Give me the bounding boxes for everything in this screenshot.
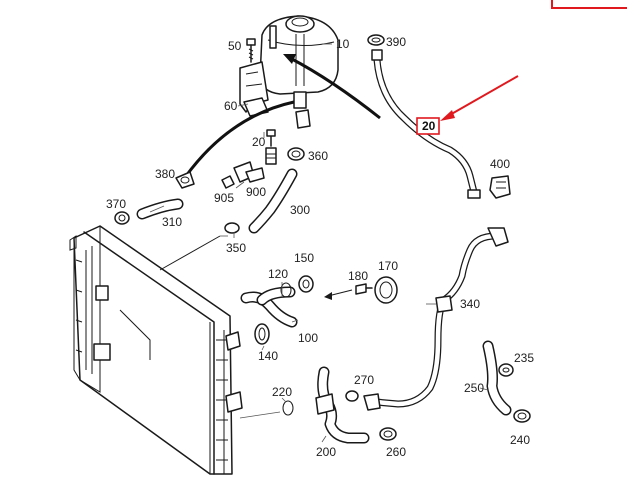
seal-905[interactable] xyxy=(221,175,235,189)
label-235: 235 xyxy=(514,351,534,365)
label-380: 380 xyxy=(155,167,175,181)
radiator[interactable] xyxy=(69,225,243,475)
highlight-box-320[interactable] xyxy=(416,117,440,135)
callout-arrow xyxy=(440,75,519,121)
clip-400[interactable] xyxy=(489,175,511,199)
label-180: 180 xyxy=(348,269,368,283)
pipe-340[interactable] xyxy=(363,227,509,411)
clamp-270[interactable] xyxy=(345,390,359,402)
label-390: 390 xyxy=(386,35,406,49)
label-220: 220 xyxy=(272,385,292,399)
hose-310[interactable] xyxy=(136,198,184,220)
label-200: 200 xyxy=(316,445,336,459)
clamp-350[interactable] xyxy=(224,222,240,234)
screw-50[interactable] xyxy=(246,38,256,63)
clamp-260[interactable] xyxy=(379,427,397,441)
label-10: 10 xyxy=(336,37,350,51)
clamp-150[interactable] xyxy=(298,275,314,293)
hose-320[interactable] xyxy=(371,49,481,199)
label-350: 350 xyxy=(226,241,246,255)
label-340: 340 xyxy=(460,297,480,311)
label-250: 250 xyxy=(464,381,484,395)
screw-180[interactable] xyxy=(355,283,373,295)
level-sensor-20[interactable] xyxy=(265,129,277,165)
label-150: 150 xyxy=(294,251,314,265)
clamp-140[interactable] xyxy=(254,323,270,345)
cap-380[interactable] xyxy=(175,171,195,189)
label-310: 310 xyxy=(162,215,182,229)
valve-900[interactable] xyxy=(233,161,265,183)
clamp-235[interactable] xyxy=(498,363,514,377)
clamp-370[interactable] xyxy=(114,211,130,225)
clamp-390[interactable] xyxy=(367,34,385,46)
label-20: 20 xyxy=(252,135,266,149)
label-360: 360 xyxy=(308,149,328,163)
label-905: 905 xyxy=(214,191,234,205)
label-100: 100 xyxy=(298,331,318,345)
label-370: 370 xyxy=(106,197,126,211)
leader-lines xyxy=(149,103,489,443)
oring-120[interactable] xyxy=(280,282,292,298)
label-170: 170 xyxy=(378,259,398,273)
clamp-170[interactable] xyxy=(374,276,398,304)
clamp-240[interactable] xyxy=(513,409,531,423)
highlight-label-320: 20 xyxy=(422,119,436,133)
pipe-100[interactable] xyxy=(240,286,298,328)
hose-200[interactable] xyxy=(315,366,370,444)
arrow-180 xyxy=(324,289,353,300)
label-300: 300 xyxy=(290,203,310,217)
label-260: 260 xyxy=(386,445,406,459)
flow-arrows xyxy=(184,54,381,177)
clamp-360[interactable] xyxy=(287,147,305,161)
label-140: 140 xyxy=(258,349,278,363)
label-400: 400 xyxy=(490,157,510,171)
label-270: 270 xyxy=(354,373,374,387)
label-50: 50 xyxy=(228,39,242,53)
corner-title-box xyxy=(551,0,627,9)
hose-250[interactable] xyxy=(482,340,512,416)
leader-900 xyxy=(235,181,245,189)
label-900: 900 xyxy=(246,185,266,199)
expansion-tank[interactable] xyxy=(239,15,339,129)
label-240: 240 xyxy=(510,433,530,447)
label-60: 60 xyxy=(224,99,238,113)
hose-300[interactable] xyxy=(248,168,298,234)
label-120: 120 xyxy=(268,267,288,281)
oring-220[interactable] xyxy=(282,400,294,416)
